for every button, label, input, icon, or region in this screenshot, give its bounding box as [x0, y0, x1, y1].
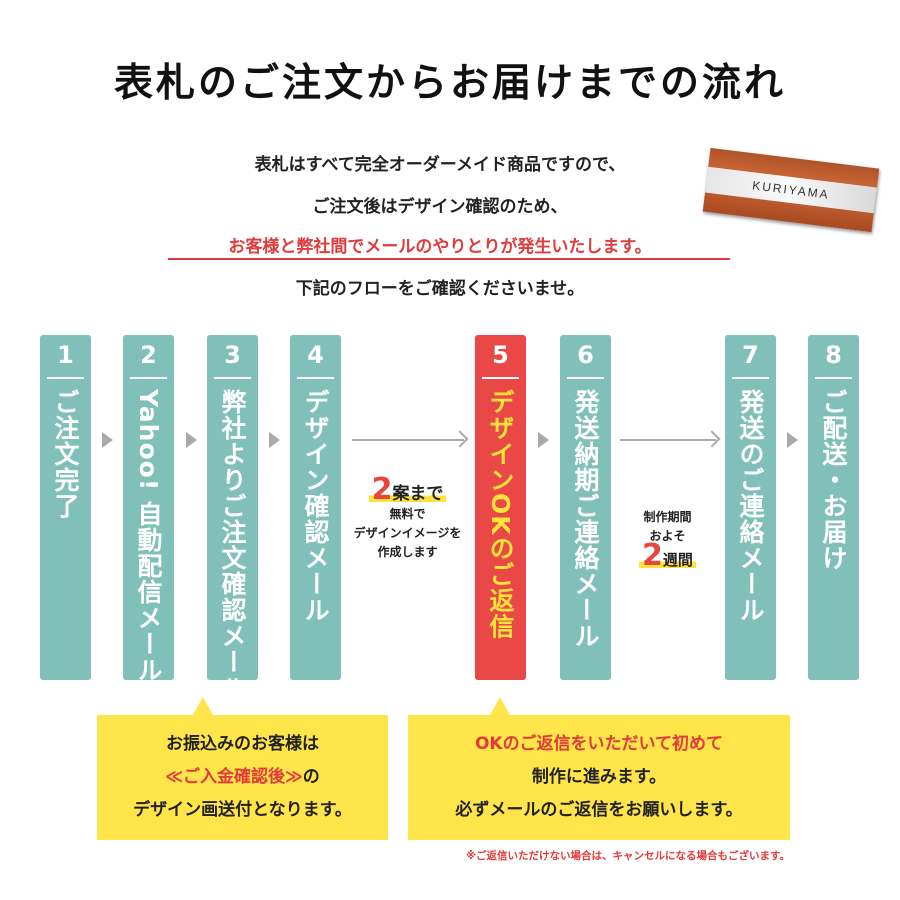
step-label: ご配送・お届け: [819, 389, 848, 571]
step-label: ご注文完了: [51, 389, 80, 519]
nameplate-image: KURIYAMA: [702, 147, 880, 233]
step-4: 4 デザイン確認メール: [290, 335, 341, 680]
step-number: 3: [224, 341, 241, 369]
intro-line-highlight: お客様と弊社間でメールのやりとりが発生いたします。: [228, 237, 652, 257]
intro-line: 下記のフローをご確認くださいませ。: [295, 279, 585, 299]
nameplate-text: KURIYAMA: [705, 166, 877, 214]
arrow-icon: [787, 432, 798, 448]
step-label: 発送納期ご連絡メール: [571, 389, 600, 649]
arrow-icon: [269, 432, 280, 448]
design-count-suffix: 案まで: [392, 484, 444, 504]
step-number: 4: [307, 341, 324, 369]
box-line: 制作に進みます。: [531, 767, 667, 787]
step-3: 3 弊社よりご注文確認メール: [207, 335, 258, 701]
design-note: 2案まで 無料で デザインイメージを 作成します: [340, 475, 475, 562]
step-label: デザイン確認メール: [301, 389, 330, 623]
design-count: 2: [371, 472, 393, 507]
box-line: の: [302, 767, 320, 787]
step-8: 8 ご配送・お届け: [808, 335, 859, 680]
period-note: 制作期間 およそ 2週間: [615, 508, 720, 571]
note-line: 無料で: [389, 507, 426, 521]
arrow-icon: [186, 432, 197, 448]
note-line: 制作期間: [643, 510, 692, 524]
box-line: 必ずメールのご返信をお願いします。: [455, 800, 743, 820]
long-arrow-icon: [352, 439, 464, 441]
step-label: デザインOKのご返信: [486, 389, 515, 640]
step-5: 5 デザインOKのご返信: [475, 335, 526, 680]
period-count-suffix: 週間: [662, 551, 693, 569]
step-label: 発送のご連絡メール: [736, 389, 765, 623]
step-1: 1 ご注文完了: [40, 335, 91, 680]
step-number: 2: [140, 341, 157, 369]
page-title: 表札のご注文からお届けまでの流れ: [113, 61, 786, 106]
reply-note-box: OKのご返信をいただいて初めて 制作に進みます。 必ずメールのご返信をお願いしま…: [408, 697, 790, 840]
box-line: デザイン画送付となります。: [133, 800, 352, 820]
step-number: 8: [825, 341, 842, 369]
step-6: 6 発送納期ご連絡メール: [560, 335, 611, 680]
step-label: 弊社よりご注文確認メール: [218, 389, 247, 701]
box-line-emphasis: ≪ご入金確認後≫: [165, 767, 303, 787]
arrow-icon: [102, 432, 113, 448]
long-arrow-icon: [620, 439, 716, 441]
arrow-icon: [538, 432, 549, 448]
payment-note-box: お振込みのお客様は ≪ご入金確認後≫の デザイン画送付となります。: [97, 697, 388, 840]
intro-line: ご注文後はデザイン確認のため、: [312, 197, 568, 217]
note-line: およそ: [649, 529, 686, 543]
note-line: デザインイメージを: [353, 526, 462, 540]
footnote: ※ご返信いただけない場合は、キャンセルになる場合もございます。: [465, 850, 790, 862]
intro-line: 表札はすべて完全オーダーメイド商品ですので、: [254, 155, 626, 175]
step-7: 7 発送のご連絡メール: [725, 335, 776, 680]
period-count: 2: [642, 538, 663, 573]
box-line-emphasis: OKのご返信をいただいて初めて: [474, 734, 724, 754]
step-number: 6: [577, 341, 594, 369]
underline: [168, 258, 730, 260]
box-line: お振込みのお客様は: [166, 734, 319, 754]
step-number: 7: [742, 341, 759, 369]
step-label: Yahoo! 自動配信メール: [134, 389, 163, 683]
step-number: 5: [492, 341, 509, 369]
step-number: 1: [57, 341, 74, 369]
note-line: 作成します: [377, 545, 438, 559]
